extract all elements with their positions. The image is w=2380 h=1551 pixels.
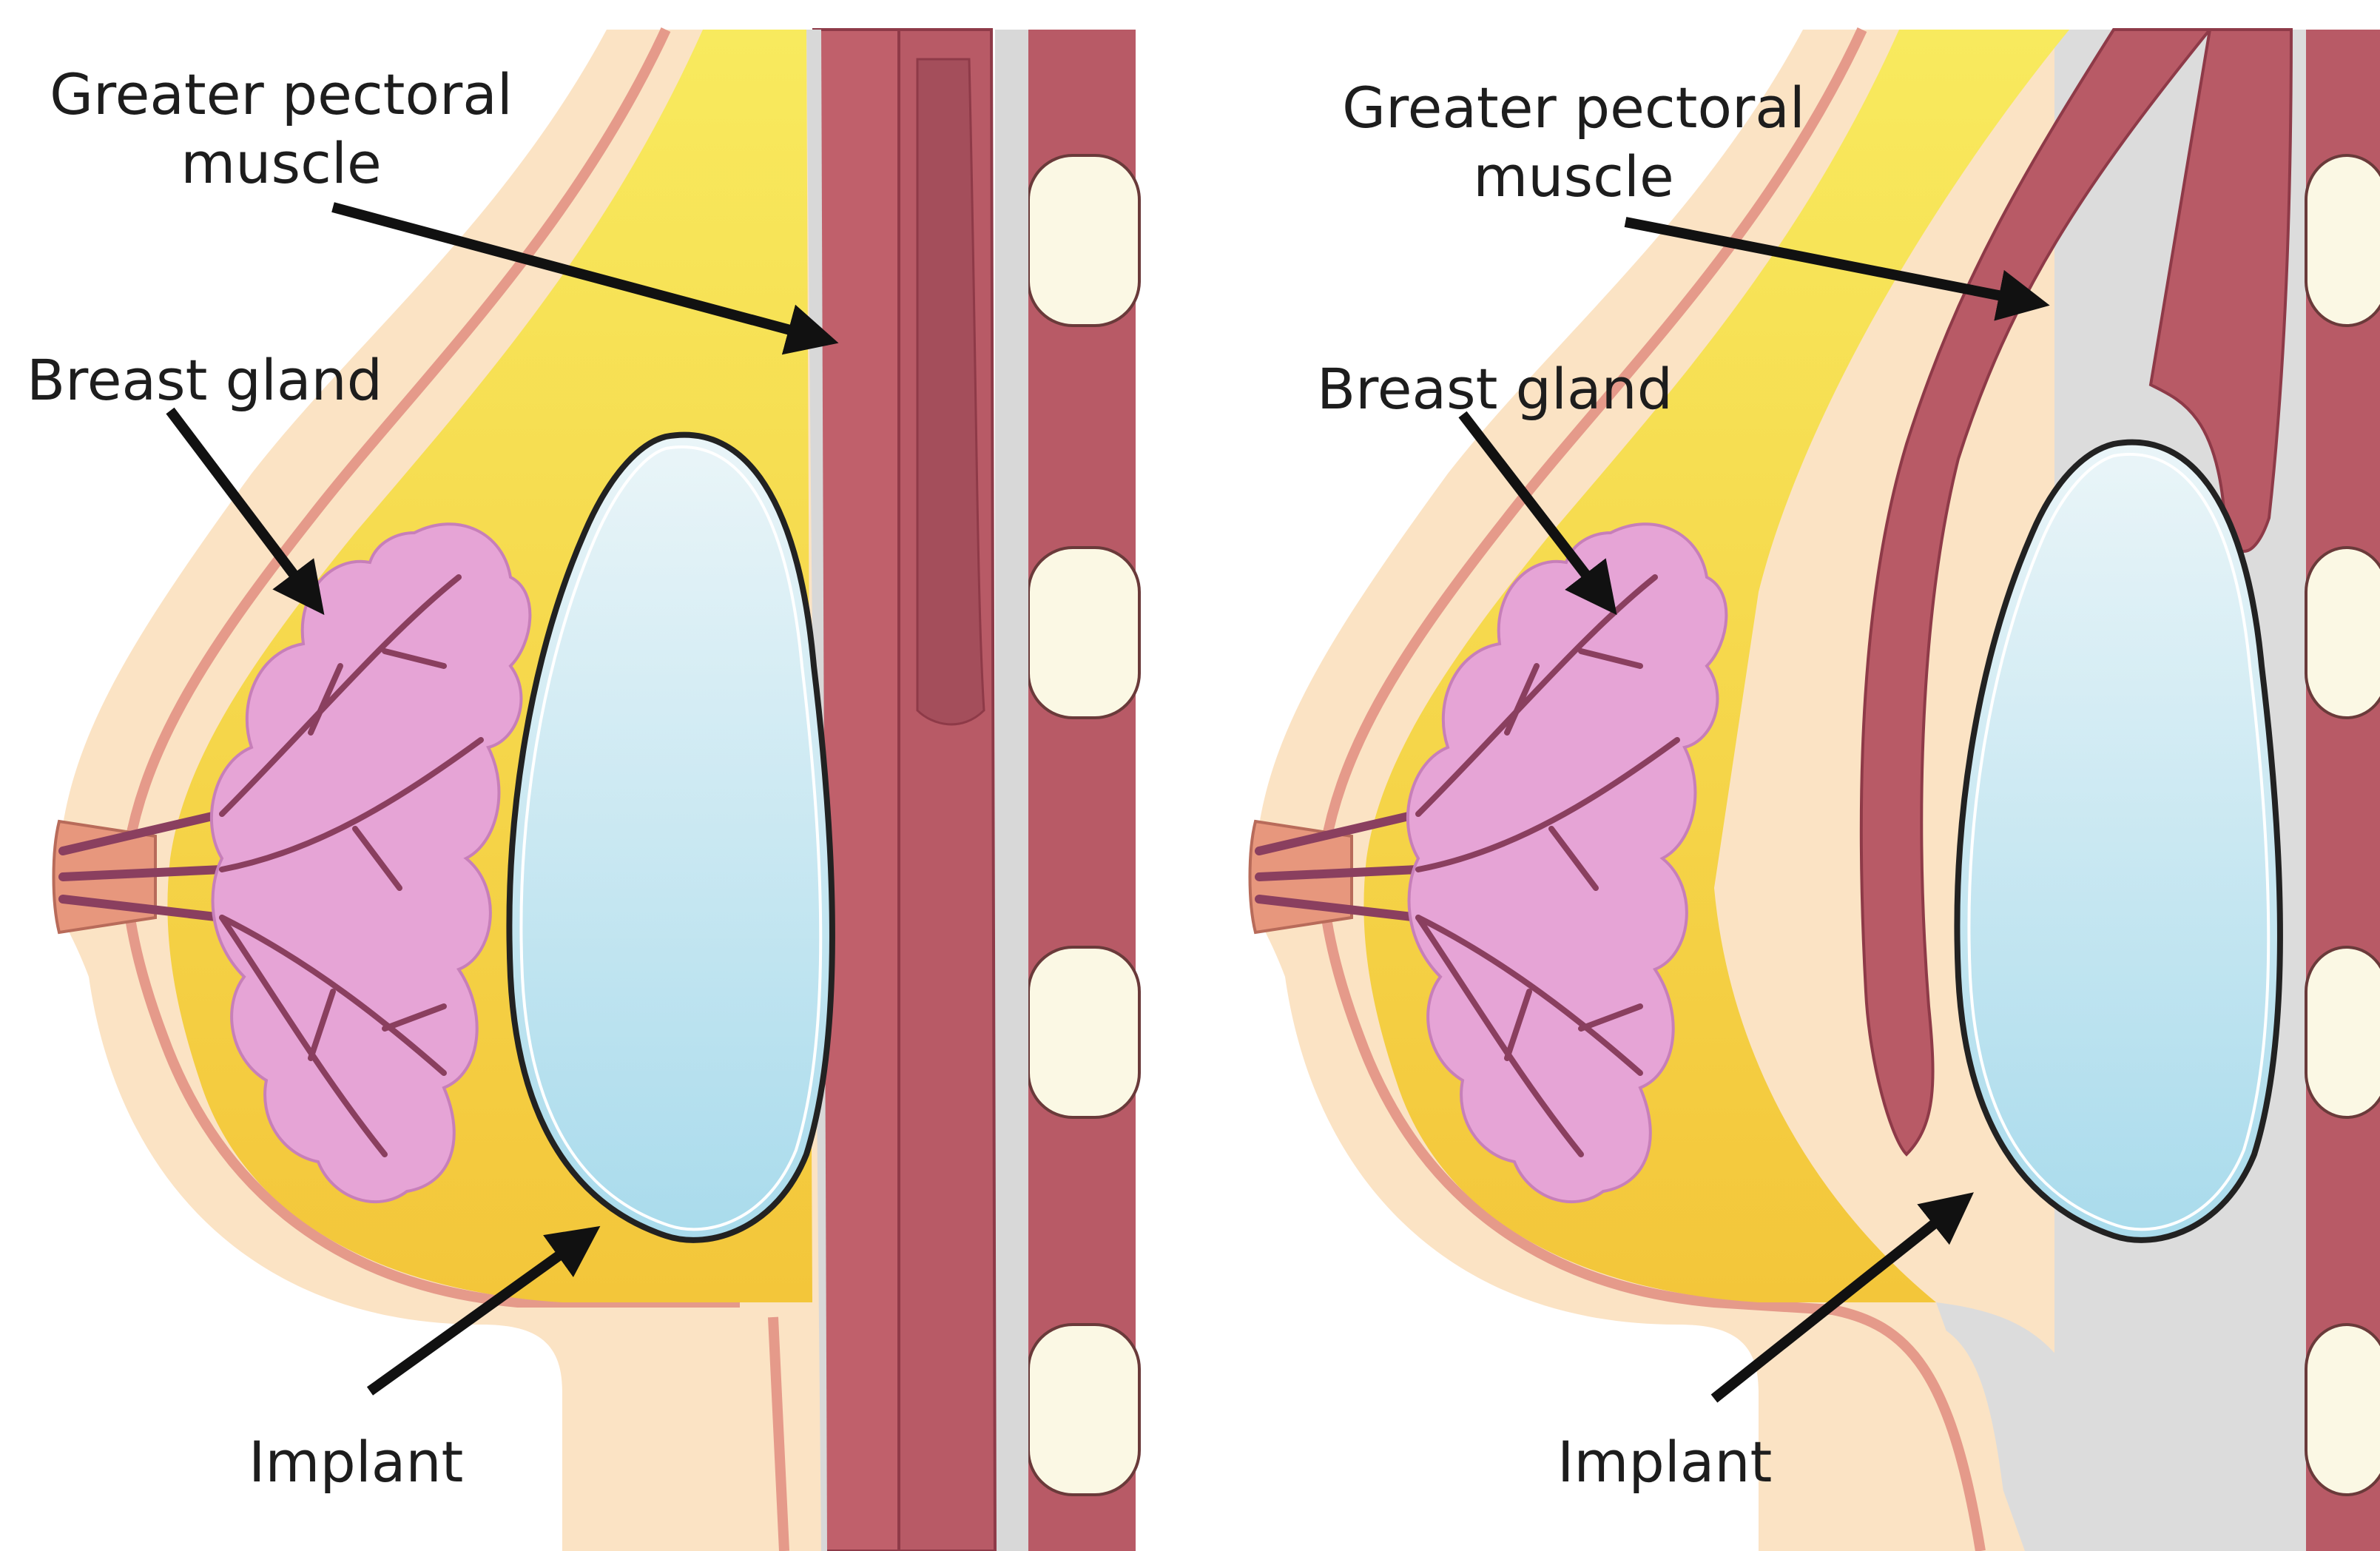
rib <box>1028 548 1139 718</box>
rib <box>2306 548 2380 718</box>
greater-pectoral-muscle-label: Greater pectoral muscle <box>0 61 562 198</box>
label-line: Greater pectoral <box>0 61 562 129</box>
subglandular-illustration <box>0 0 1184 1551</box>
label-line: muscle <box>0 129 562 198</box>
greater-pectoral-muscle-label: Greater pectoral muscle <box>1292 74 1855 211</box>
inframammary-skin <box>562 1325 806 1551</box>
subglandular-placement-panel: Greater pectoral muscle Breast gland Imp… <box>0 0 1184 1551</box>
submuscular-illustration <box>1196 0 2380 1551</box>
breast-gland-label: Breast gland <box>1317 355 1673 424</box>
breast-gland-label: Breast gland <box>27 346 382 415</box>
rib <box>2306 155 2380 326</box>
implant-label: Implant <box>1557 1428 1772 1497</box>
label-line: Greater pectoral <box>1292 74 1855 143</box>
rib <box>1028 1325 1139 1495</box>
submuscular-placement-panel: Greater pectoral muscle Breast gland Imp… <box>1196 0 2380 1551</box>
fascia-layer <box>995 30 1028 1551</box>
rib <box>1028 947 1139 1117</box>
implant-label: Implant <box>249 1428 463 1497</box>
label-line: muscle <box>1292 143 1855 212</box>
rib <box>2306 947 2380 1117</box>
rib <box>1028 155 1139 326</box>
rib <box>2306 1325 2380 1495</box>
